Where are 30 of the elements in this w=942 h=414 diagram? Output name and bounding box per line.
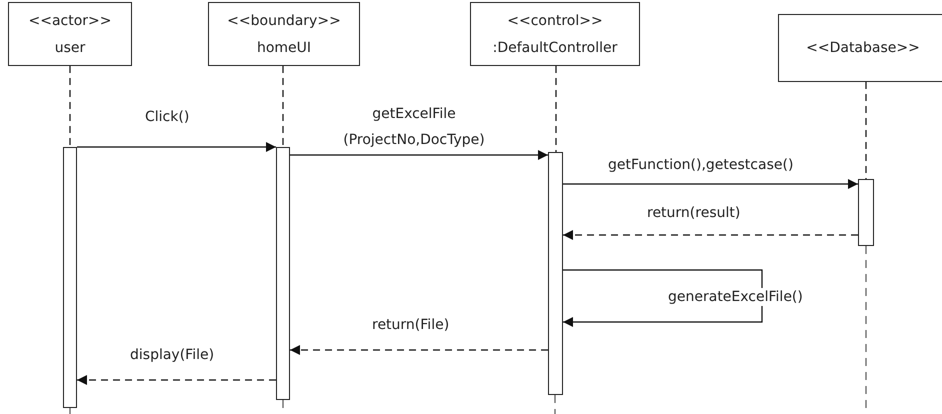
lifeline	[555, 66, 557, 152]
participant-label: homeUI	[256, 40, 312, 56]
message-label: Click()	[143, 108, 192, 126]
activation-bar	[63, 147, 77, 408]
return-arrow	[77, 375, 276, 385]
message-label: getFunction(),getestcase()	[606, 156, 796, 174]
participant-label: <<actor>>	[28, 12, 112, 28]
activation-bar	[858, 179, 874, 246]
return-arrow	[290, 345, 548, 355]
lifeline	[865, 82, 867, 179]
message-label: generateExcelFile()	[666, 288, 805, 306]
lifeline	[282, 66, 284, 147]
return-arrow	[563, 230, 858, 240]
activation-bar	[548, 152, 563, 395]
participant-label: user	[54, 40, 86, 56]
message-label: return(result)	[645, 204, 742, 222]
participant-label: <<Database>>	[806, 40, 920, 56]
message-arrow	[77, 142, 276, 152]
participant-box	[8, 2, 132, 66]
participant-label: <<boundary>>	[227, 12, 341, 28]
participant-label: <<control>>	[507, 12, 603, 28]
message-arrow	[290, 150, 548, 160]
participant-box	[208, 2, 360, 66]
participant-box	[470, 2, 640, 66]
message-arrow	[563, 179, 858, 189]
activation-bar	[276, 147, 290, 400]
message-arrow	[563, 269, 763, 327]
participant-box	[778, 14, 942, 82]
lifeline	[69, 66, 71, 147]
participant-label: :DefaultController	[492, 40, 618, 56]
